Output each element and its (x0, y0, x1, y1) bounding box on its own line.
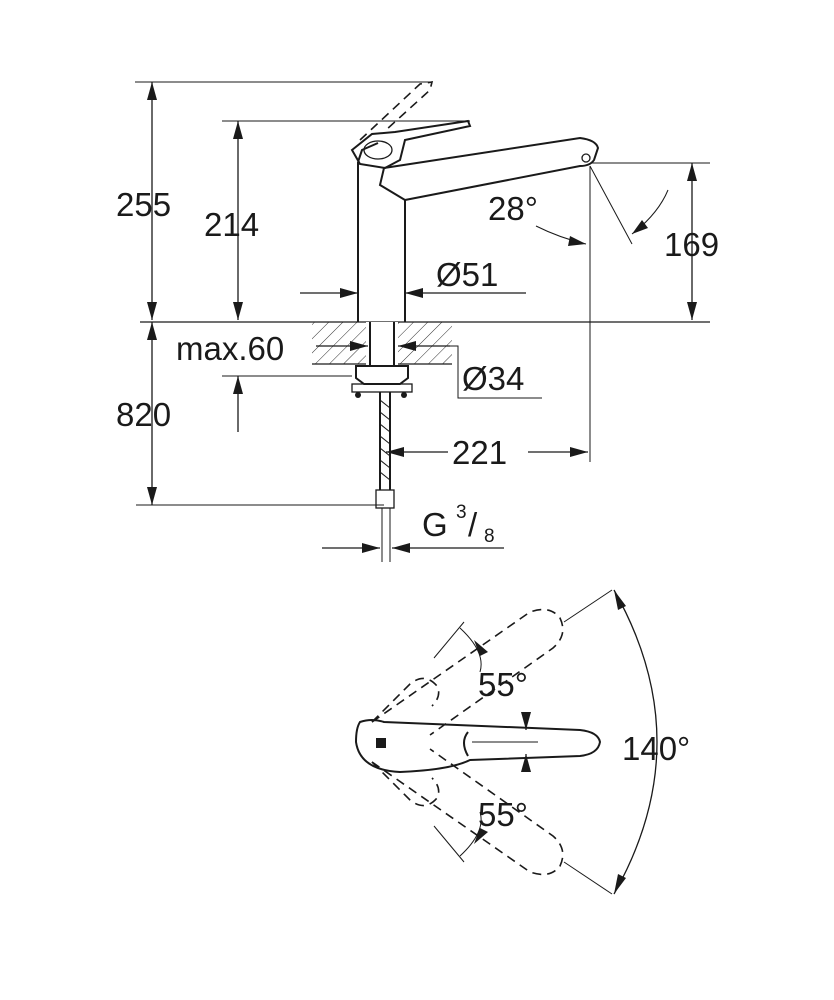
dim-d34 (430, 345, 542, 399)
lever (350, 119, 472, 170)
dim-d51 (300, 288, 526, 298)
flex-hose (375, 392, 395, 562)
dim-214 (222, 120, 470, 320)
height-total-label: 255 (116, 186, 171, 223)
dim-g38 (322, 543, 504, 553)
rotation-total-label: 140° (622, 730, 690, 767)
connection-numerator: 3 (456, 502, 467, 523)
dim-55-upper (459, 627, 488, 673)
spout-angle-label: 28° (488, 190, 538, 227)
max-deck-thickness-label: max.60 (176, 330, 284, 367)
angle-reference-ticks (433, 621, 531, 863)
dim-max60 (316, 341, 450, 351)
shank (351, 322, 413, 398)
dim-140-arc (563, 589, 658, 895)
spout-top (354, 719, 602, 774)
connection-prefix: G (422, 506, 448, 543)
rotation-lower-label: 55° (478, 796, 528, 833)
dim-820 (136, 322, 384, 506)
below-deck-length-label: 820 (116, 396, 171, 433)
lever-raised-outline (359, 81, 434, 141)
dim-55-lower (459, 811, 488, 857)
connection-slash: / (468, 506, 478, 543)
dim-255 (135, 81, 430, 320)
connection-thread-label: G 3 / 8 (422, 502, 495, 547)
dim-28-angle (535, 165, 669, 246)
spout (378, 136, 600, 201)
connection-denominator: 8 (484, 526, 495, 547)
hole-diameter-label: Ø34 (462, 360, 524, 397)
dim-221 (386, 166, 591, 462)
rotation-upper-label: 55° (478, 666, 528, 703)
body-diameter-label: Ø51 (436, 256, 498, 293)
spout-reach-label: 221 (452, 434, 507, 471)
spout-rotated-outlines (371, 608, 564, 876)
side-view: 255 214 28° 169 Ø51 max.60 Ø34 820 221 G… (116, 81, 719, 562)
height-spout-label: 214 (204, 206, 259, 243)
faucet-body (357, 142, 406, 322)
outlet-height-label: 169 (664, 226, 719, 263)
dim-169 (590, 162, 710, 320)
countertop (140, 321, 710, 366)
top-view: 55° 55° 140° (354, 589, 690, 895)
